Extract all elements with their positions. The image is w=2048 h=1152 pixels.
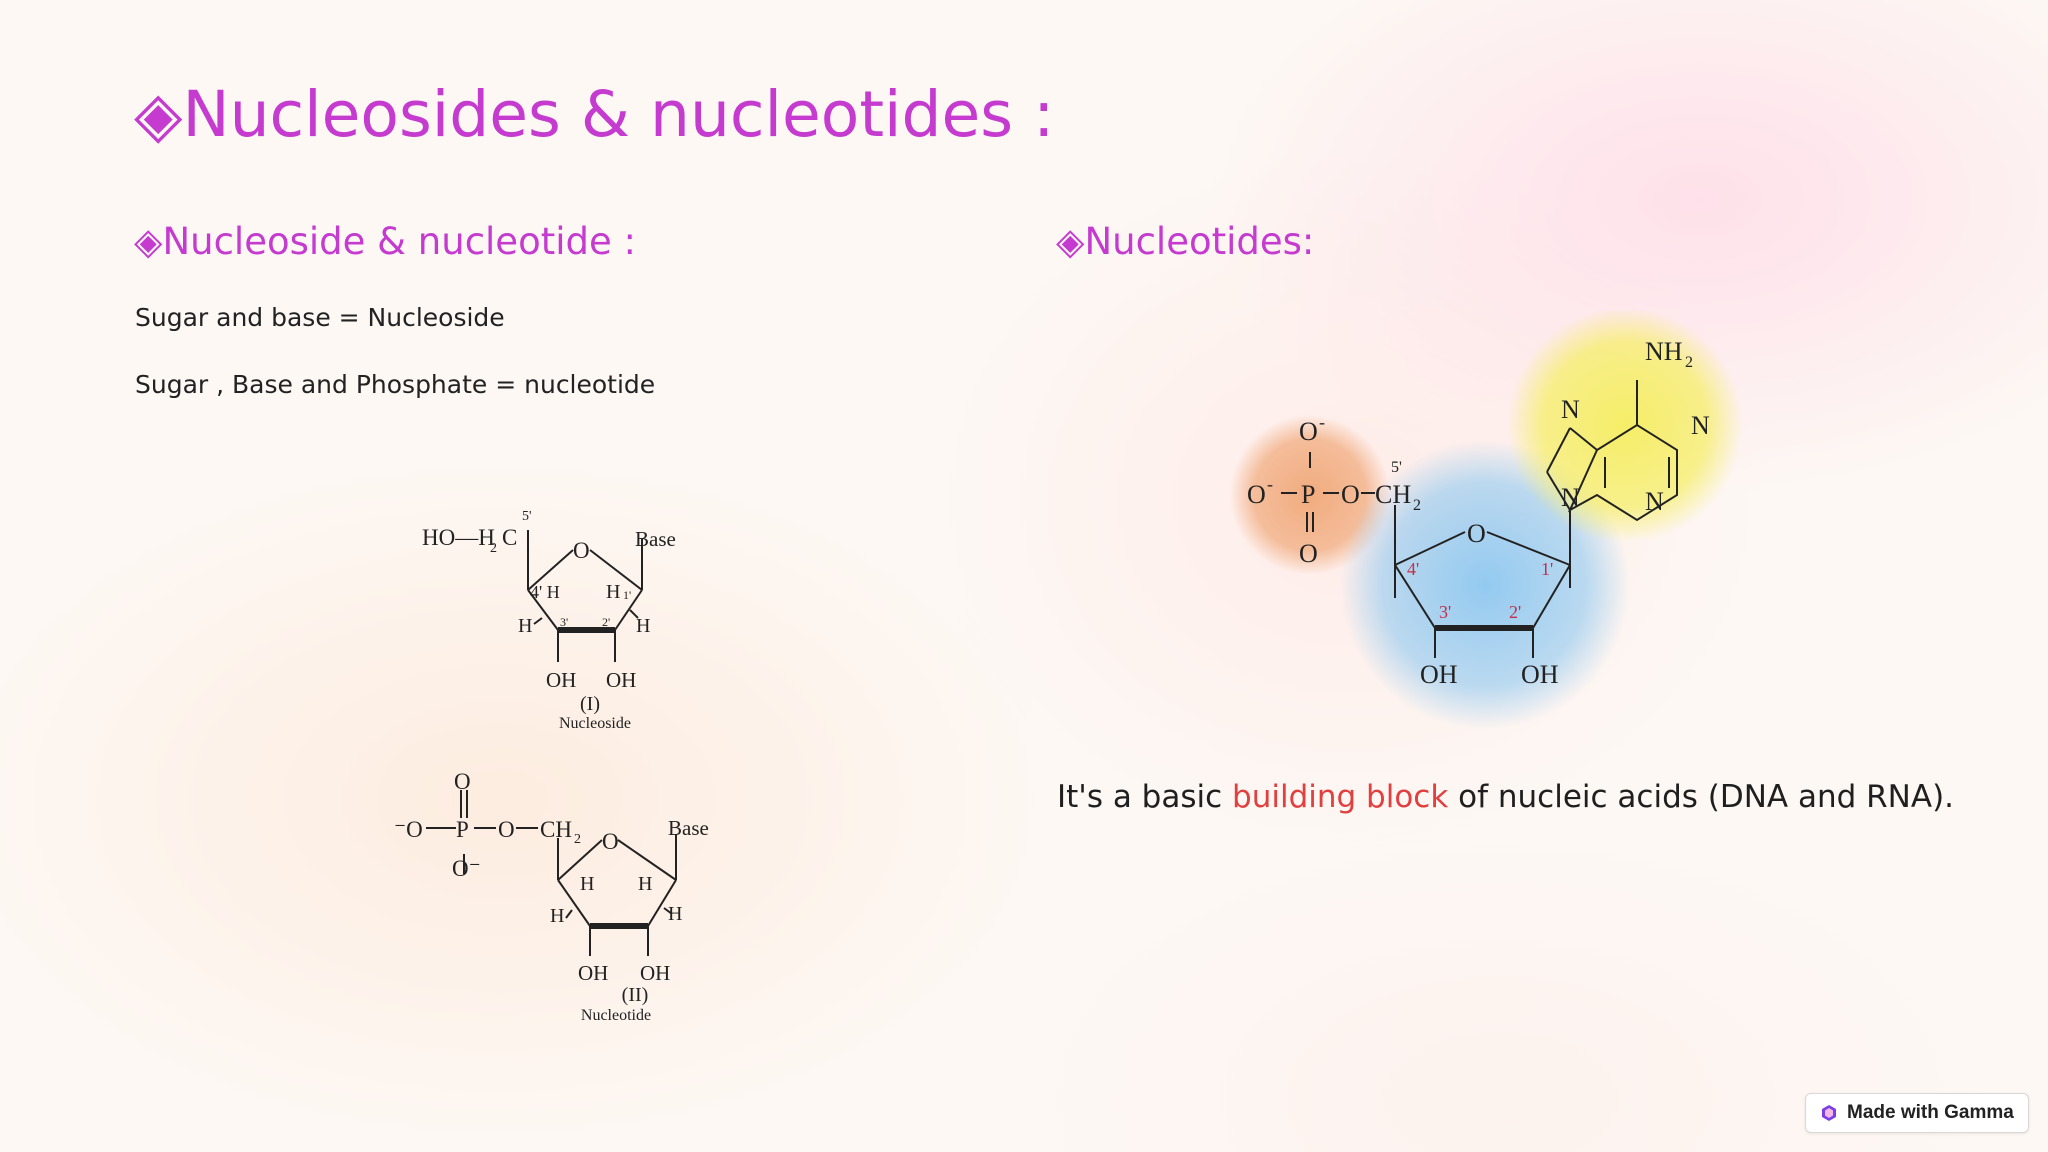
sugar-ch2-sub: 2 xyxy=(1413,497,1421,514)
sugar-ring-o: O xyxy=(1467,519,1486,548)
nucleotide-o-minus-left: ⁻O xyxy=(394,817,423,842)
statement-part2: of nucleic acids (DNA and RNA). xyxy=(1448,779,1955,815)
definition-nucleotide: Sugar , Base and Phosphate = nucleotide xyxy=(135,370,656,399)
page-title: ◈Nucleosides & nucleotides : xyxy=(134,78,1055,151)
nucleotide-h-4: H xyxy=(580,873,594,895)
nucleoside-h-1: H xyxy=(606,581,620,603)
phosphate-o-left: O xyxy=(1247,480,1266,509)
nucleotide-statement: It's a basic building block of nucleic a… xyxy=(1057,779,1954,815)
nucleoside-oh-right: OH xyxy=(606,668,636,692)
nucleotide-colored-diagram: O - O - P O CH 2 5' O O 4' 1' 3' 2' OH O… xyxy=(1230,310,1743,730)
nucleotide-oh-right: OH xyxy=(640,961,670,985)
nucleoside-prime-2: 2' xyxy=(602,615,610,629)
base-nh2-sub: 2 xyxy=(1685,354,1693,371)
nucleotide-oh-left: OH xyxy=(578,961,608,985)
base-n-9: N xyxy=(1561,483,1580,512)
nucleotide-sub-2: 2 xyxy=(574,832,581,847)
nucleoside-h-4: 4' H xyxy=(530,582,560,602)
nucleoside-ring-o: O xyxy=(573,538,590,563)
prime-4-label: 4' xyxy=(1407,559,1419,579)
definition-nucleoside: Sugar and base = Nucleoside xyxy=(135,303,505,332)
nucleotide-h-left: H xyxy=(550,905,564,927)
phosphate-o-link: O xyxy=(1341,480,1360,509)
phosphate-p: P xyxy=(1301,480,1315,509)
nucleoside-structure-diagram: HO—H 2 C 5' O Base 4' H H 1' H 3' 2' H O… xyxy=(422,509,676,732)
nucleoside-prime-5: 5' xyxy=(522,509,532,524)
sugar-oh-right: OH xyxy=(1521,660,1559,689)
base-n-7: N xyxy=(1561,395,1580,424)
nucleoside-h-left: H xyxy=(518,615,532,637)
nucleoside-roman-label: (I) xyxy=(580,693,600,715)
sugar-oh-left: OH xyxy=(1420,660,1458,689)
phosphate-minus-left: - xyxy=(1267,474,1273,494)
section-heading-nucleotides: ◈Nucleotides: xyxy=(1056,220,1315,263)
nucleoside-sub-2: 2 xyxy=(490,541,497,556)
nucleotide-p: P xyxy=(456,817,469,842)
nucleotide-roman-label: (II) xyxy=(622,984,649,1006)
nucleoside-ho-label: HO—H xyxy=(422,525,495,550)
phosphate-o-top: O xyxy=(1299,417,1318,446)
base-highlight xyxy=(1507,310,1743,543)
made-with-gamma-badge[interactable]: Made with Gamma xyxy=(1805,1093,2029,1133)
prime-2-label: 2' xyxy=(1509,602,1521,622)
nucleotide-o-link: O xyxy=(498,817,515,842)
nucleotide-caption: Nucleotide xyxy=(581,1007,651,1024)
nucleotide-structure-diagram: O ⁻O P O CH 2 O Base O⁻ H H H H OH OH (I… xyxy=(394,769,709,1024)
nucleotide-ring-o: O xyxy=(602,829,619,854)
prime-1-label: 1' xyxy=(1541,559,1553,579)
nucleotide-o-minus-bottom: O⁻ xyxy=(452,856,481,881)
gamma-logo-icon xyxy=(1822,1105,1836,1121)
badge-label: Made with Gamma xyxy=(1847,1102,2014,1123)
section-heading-nucleoside: ◈Nucleoside & nucleotide : xyxy=(134,220,636,263)
sugar-ch2: CH xyxy=(1375,480,1411,509)
phosphate-minus-top: - xyxy=(1319,412,1325,432)
base-nh2: NH xyxy=(1645,337,1683,366)
nucleoside-prime-3: 3' xyxy=(560,615,568,629)
prime-3-label: 3' xyxy=(1439,602,1451,622)
base-n-1: N xyxy=(1691,411,1710,440)
prime-5-label: 5' xyxy=(1391,459,1402,476)
nucleotide-base-label: Base xyxy=(668,816,709,840)
statement-highlight: building block xyxy=(1232,779,1449,815)
nucleotide-ch2: CH xyxy=(540,817,572,842)
nucleotide-o-top: O xyxy=(454,769,471,794)
statement-part1: It's a basic xyxy=(1057,779,1233,815)
nucleotide-h-right: H xyxy=(668,903,682,925)
phosphate-o-bottom: O xyxy=(1299,539,1318,568)
nucleotide-h-1: H xyxy=(638,873,652,895)
base-n-3: N xyxy=(1645,487,1664,516)
nucleoside-oh-left: OH xyxy=(546,668,576,692)
nucleoside-base-label: Base xyxy=(635,527,676,551)
nucleoside-caption: Nucleoside xyxy=(559,715,631,732)
nucleoside-c-label: C xyxy=(502,525,517,550)
nucleoside-h-right: H xyxy=(636,615,650,637)
nucleoside-prime-1: 1' xyxy=(623,588,631,602)
